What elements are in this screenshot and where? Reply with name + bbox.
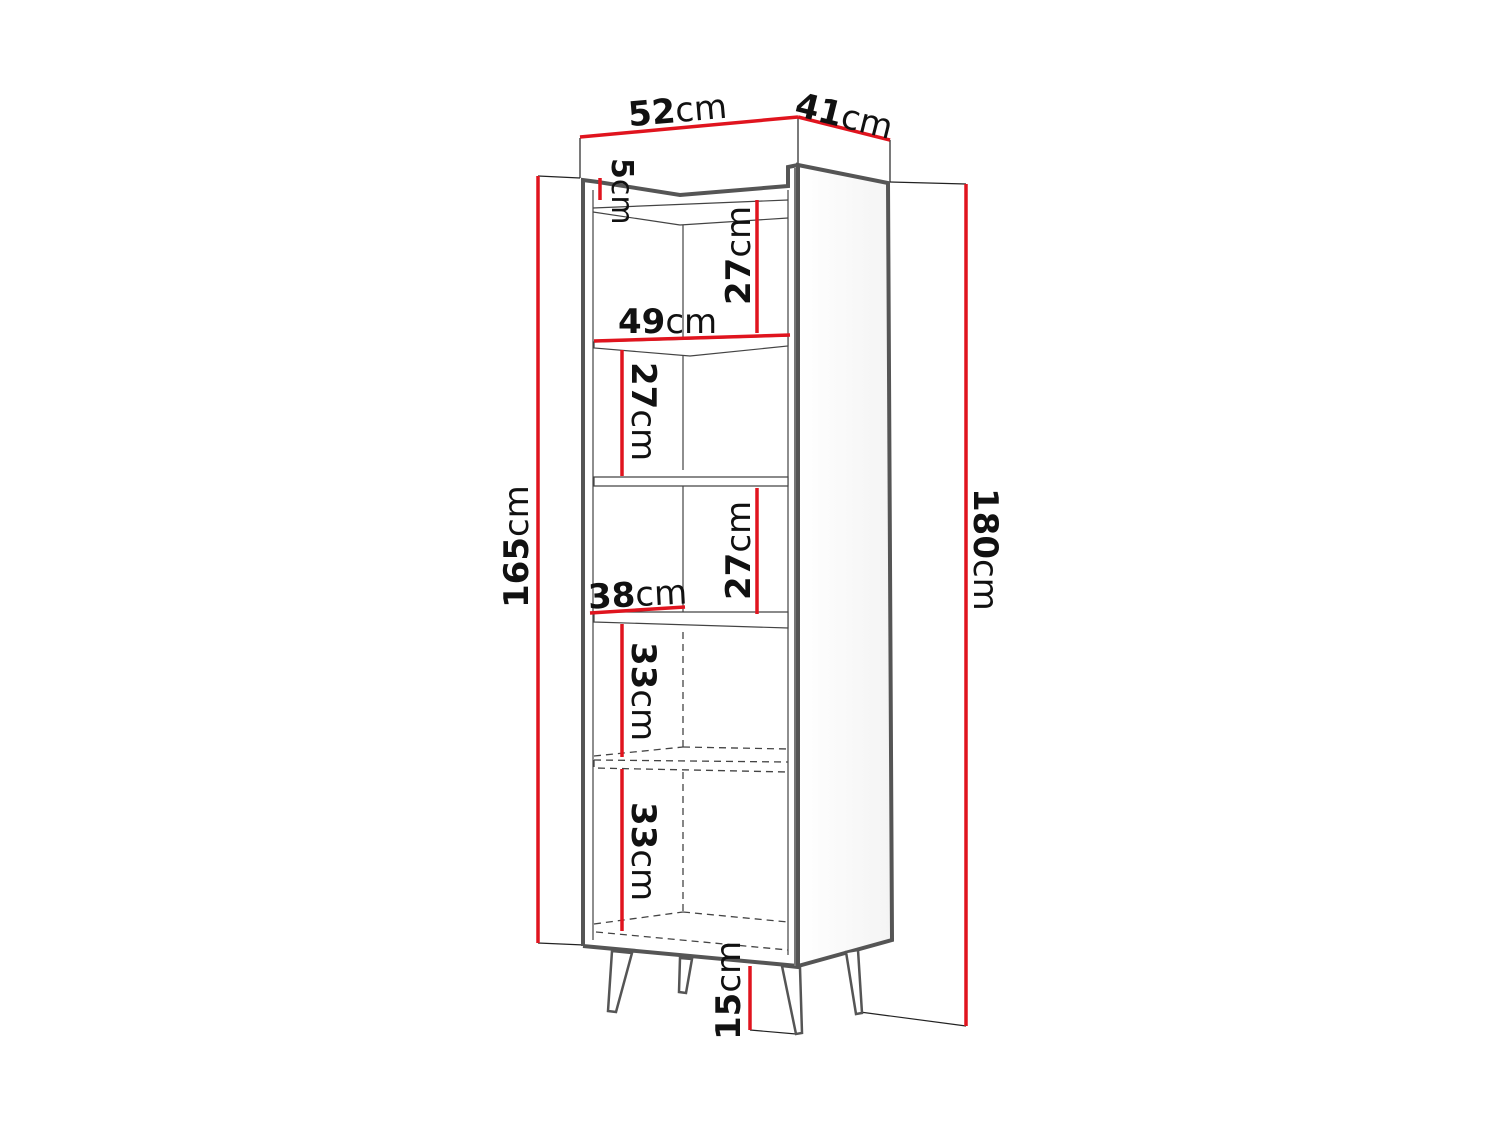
shelf4-height-label: 33cm [623, 642, 663, 742]
legs [606, 948, 864, 1036]
leg-height-label: 15cm [709, 940, 749, 1040]
inner-width-label: 49cm [618, 302, 718, 342]
shelf1-height-label: 27cm [719, 205, 759, 305]
shelf5-height-label: 33cm [623, 802, 663, 902]
body-height-label: 165cm [497, 485, 537, 608]
dimension-lines [536, 115, 968, 1030]
side-panel [796, 162, 895, 969]
top-rail-label: 5cm [604, 158, 639, 225]
inner-depth-label: 38cm [587, 572, 689, 618]
shelf2-height-label: 27cm [623, 362, 663, 462]
width-label: 52cm [626, 86, 729, 136]
front-frame [581, 163, 799, 968]
total-height-label: 180cm [965, 488, 1005, 611]
shelf3-height-label: 27cm [719, 500, 759, 600]
hidden-lines [593, 632, 789, 951]
extension-lines [537, 118, 967, 1035]
